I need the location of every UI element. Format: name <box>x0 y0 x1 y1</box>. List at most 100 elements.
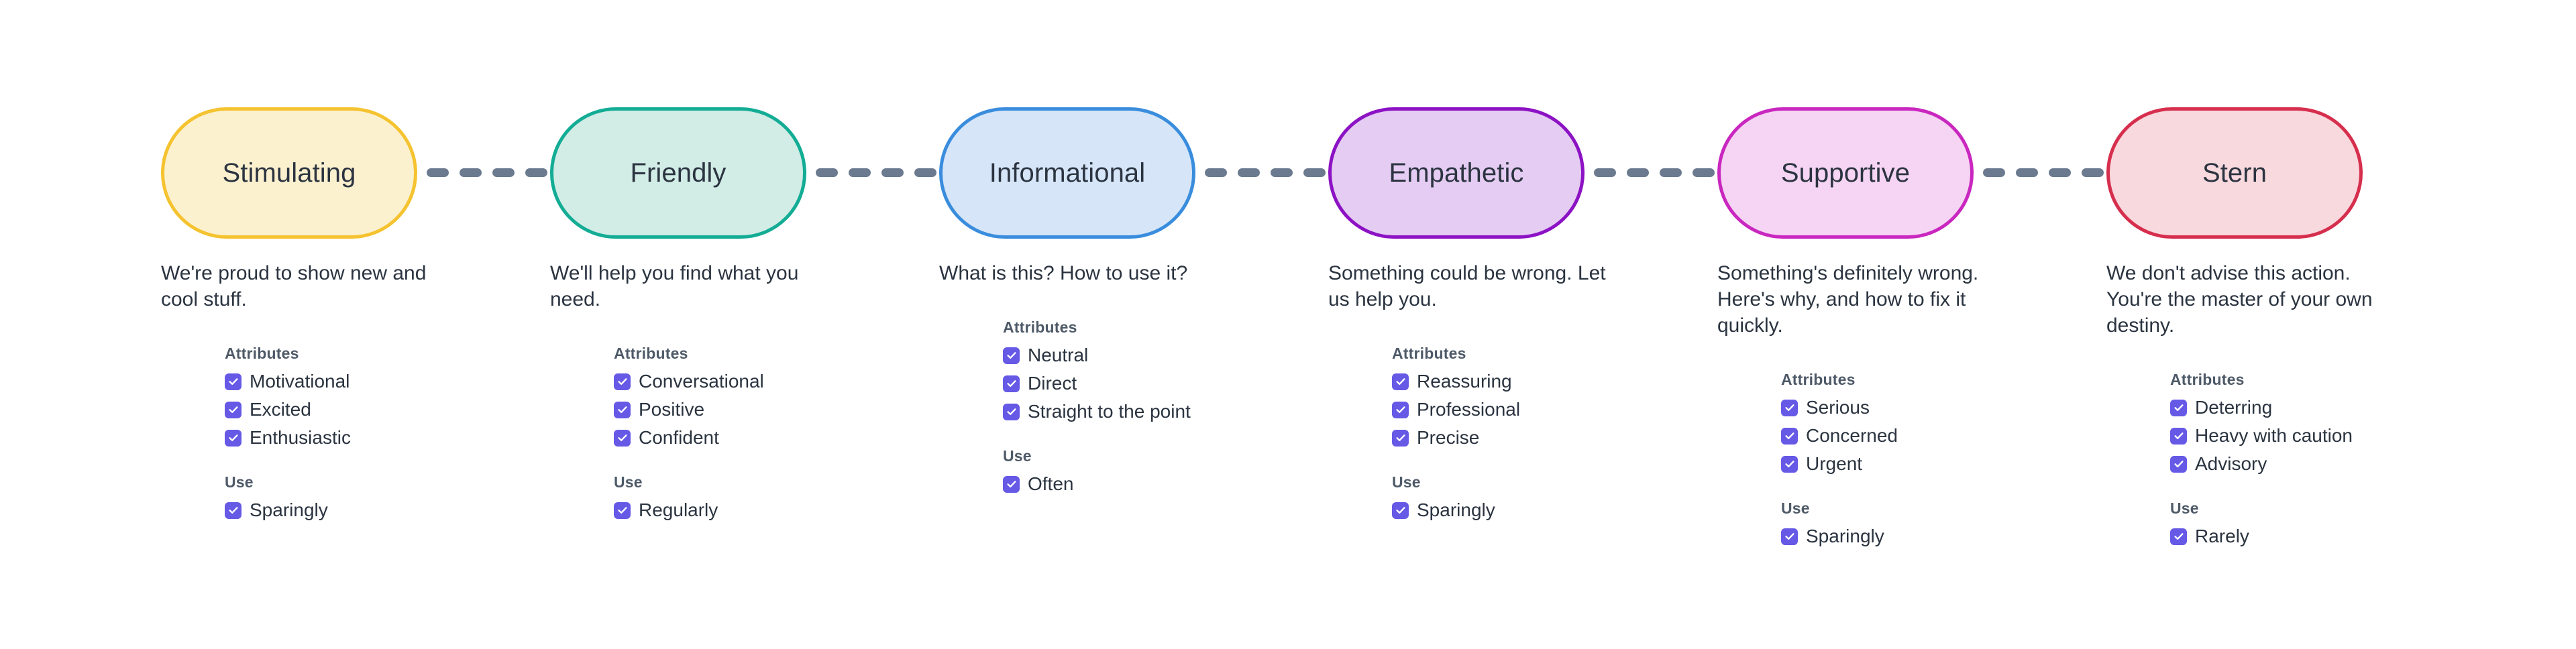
stage-pill-friendly[interactable]: Friendly <box>550 107 806 239</box>
stage-pill-informational[interactable]: Informational <box>939 107 1195 239</box>
connector-dash <box>2016 168 2038 177</box>
attribute-item[interactable]: Professional <box>1392 400 1717 420</box>
stage-detail-stern: We don't advise this action. You're the … <box>2106 260 2496 554</box>
connector-dash <box>1238 168 1260 177</box>
checkbox-checked-icon[interactable] <box>225 429 241 447</box>
stage-stimulating: Stimulating <box>161 107 550 239</box>
attribute-item[interactable]: Confident <box>614 428 939 448</box>
use-item[interactable]: Rarely <box>2170 526 2496 546</box>
checkbox-checked-icon[interactable] <box>1003 475 1020 493</box>
use-item[interactable]: Sparingly <box>1781 526 2106 546</box>
attribute-label: Serious <box>1806 397 1870 418</box>
stage-description: We don't advise this action. You're the … <box>2106 262 2373 337</box>
connector-dash <box>1205 168 1227 177</box>
attribute-label: Heavy with caution <box>2195 425 2353 446</box>
connector-dash <box>881 168 904 177</box>
attribute-label: Neutral <box>1028 345 1089 365</box>
checkbox-checked-icon[interactable] <box>1003 403 1020 420</box>
attribute-label: Deterring <box>2195 397 2273 418</box>
checkbox-checked-icon[interactable] <box>1392 401 1409 418</box>
stage-pill-stern[interactable]: Stern <box>2106 107 2363 239</box>
checkbox-checked-icon[interactable] <box>225 501 241 519</box>
use-label: Sparingly <box>250 499 328 520</box>
checkbox-checked-icon[interactable] <box>1781 427 1798 445</box>
stage-informational: Informational <box>939 107 1328 239</box>
use-item[interactable]: Regularly <box>614 500 939 520</box>
stage-detail-supportive: Something's definitely wrong. Here's why… <box>1717 260 2106 554</box>
checkbox-checked-icon[interactable] <box>2170 399 2187 416</box>
connector-dash <box>914 168 936 177</box>
connector-dash <box>816 168 838 177</box>
attribute-item[interactable]: Concerned <box>1781 426 2106 446</box>
dashed-connector-icon <box>816 167 936 178</box>
attribute-item[interactable]: Serious <box>1781 398 2106 418</box>
stage-pill-empathetic[interactable]: Empathetic <box>1328 107 1585 239</box>
checkbox-checked-icon[interactable] <box>614 501 631 519</box>
checkbox-checked-icon[interactable] <box>1781 399 1798 416</box>
stage-pill-stimulating[interactable]: Stimulating <box>161 107 417 239</box>
attribute-label: Direct <box>1028 373 1077 394</box>
stage-detail-friendly: We'll help you find what you need.Attrib… <box>550 260 939 554</box>
checkbox-checked-icon[interactable] <box>614 373 631 390</box>
attribute-item[interactable]: Heavy with caution <box>2170 426 2496 446</box>
checkbox-checked-icon[interactable] <box>1392 373 1409 390</box>
attribute-item[interactable]: Neutral <box>1003 345 1328 365</box>
checkbox-checked-icon[interactable] <box>2170 528 2187 545</box>
connector-dash <box>427 168 449 177</box>
checkbox-checked-icon[interactable] <box>2170 455 2187 473</box>
attribute-item[interactable]: Reassuring <box>1392 371 1717 392</box>
stage-pill-label: Informational <box>989 158 1146 188</box>
use-group-title: Use <box>225 473 254 491</box>
attributes-group-title: Attributes <box>1392 345 1466 362</box>
attribute-label: Excited <box>250 399 311 420</box>
use-item[interactable]: Sparingly <box>225 500 550 520</box>
attribute-item[interactable]: Advisory <box>2170 454 2496 474</box>
use-group-title: Use <box>1003 447 1032 465</box>
attribute-item[interactable]: Direct <box>1003 373 1328 394</box>
attribute-label: Urgent <box>1806 453 1863 474</box>
attribute-item[interactable]: Positive <box>614 400 939 420</box>
use-item[interactable]: Sparingly <box>1392 500 1717 520</box>
checkbox-checked-icon[interactable] <box>225 401 241 418</box>
attribute-item[interactable]: Enthusiastic <box>225 428 550 448</box>
attribute-item[interactable]: Motivational <box>225 371 550 392</box>
checkbox-checked-icon[interactable] <box>1392 429 1409 447</box>
attribute-item[interactable]: Straight to the point <box>1003 402 1328 422</box>
checkbox-checked-icon[interactable] <box>1003 375 1020 392</box>
attribute-item[interactable]: Urgent <box>1781 454 2106 474</box>
attribute-item[interactable]: Excited <box>225 400 550 420</box>
attribute-item[interactable]: Deterring <box>2170 398 2496 418</box>
attributes-group-title: Attributes <box>2170 371 2245 388</box>
checkbox-checked-icon[interactable] <box>614 401 631 418</box>
stage-pill-row: Stimulating Friendly Informational Empathet… <box>0 107 2576 244</box>
checkbox-checked-icon[interactable] <box>1392 501 1409 519</box>
checkbox-checked-icon[interactable] <box>614 429 631 447</box>
attribute-label: Precise <box>1417 427 1480 448</box>
stage-pill-supportive[interactable]: Supportive <box>1717 107 1974 239</box>
stage-friendly: Friendly <box>550 107 939 239</box>
checkbox-checked-icon[interactable] <box>1781 455 1798 473</box>
checkbox-checked-icon[interactable] <box>2170 427 2187 445</box>
use-label: Often <box>1028 473 1074 494</box>
checkbox-checked-icon[interactable] <box>1003 347 1020 364</box>
use-group-title: Use <box>2170 499 2199 517</box>
attribute-label: Reassuring <box>1417 371 1512 392</box>
attribute-item[interactable]: Conversational <box>614 371 939 392</box>
use-item[interactable]: Often <box>1003 474 1328 494</box>
checkbox-checked-icon[interactable] <box>225 373 241 390</box>
attribute-item[interactable]: Precise <box>1392 428 1717 448</box>
stage-pill-label: Stimulating <box>222 158 356 188</box>
stage-supportive: Supportive <box>1717 107 2106 239</box>
stage-stern: Stern <box>2106 107 2496 239</box>
dashed-connector-icon <box>1205 167 1326 178</box>
stage-detail-stimulating: We're proud to show new and cool stuff.A… <box>161 260 550 554</box>
connector-dash <box>1983 168 2005 177</box>
checkbox-checked-icon[interactable] <box>1781 528 1798 545</box>
